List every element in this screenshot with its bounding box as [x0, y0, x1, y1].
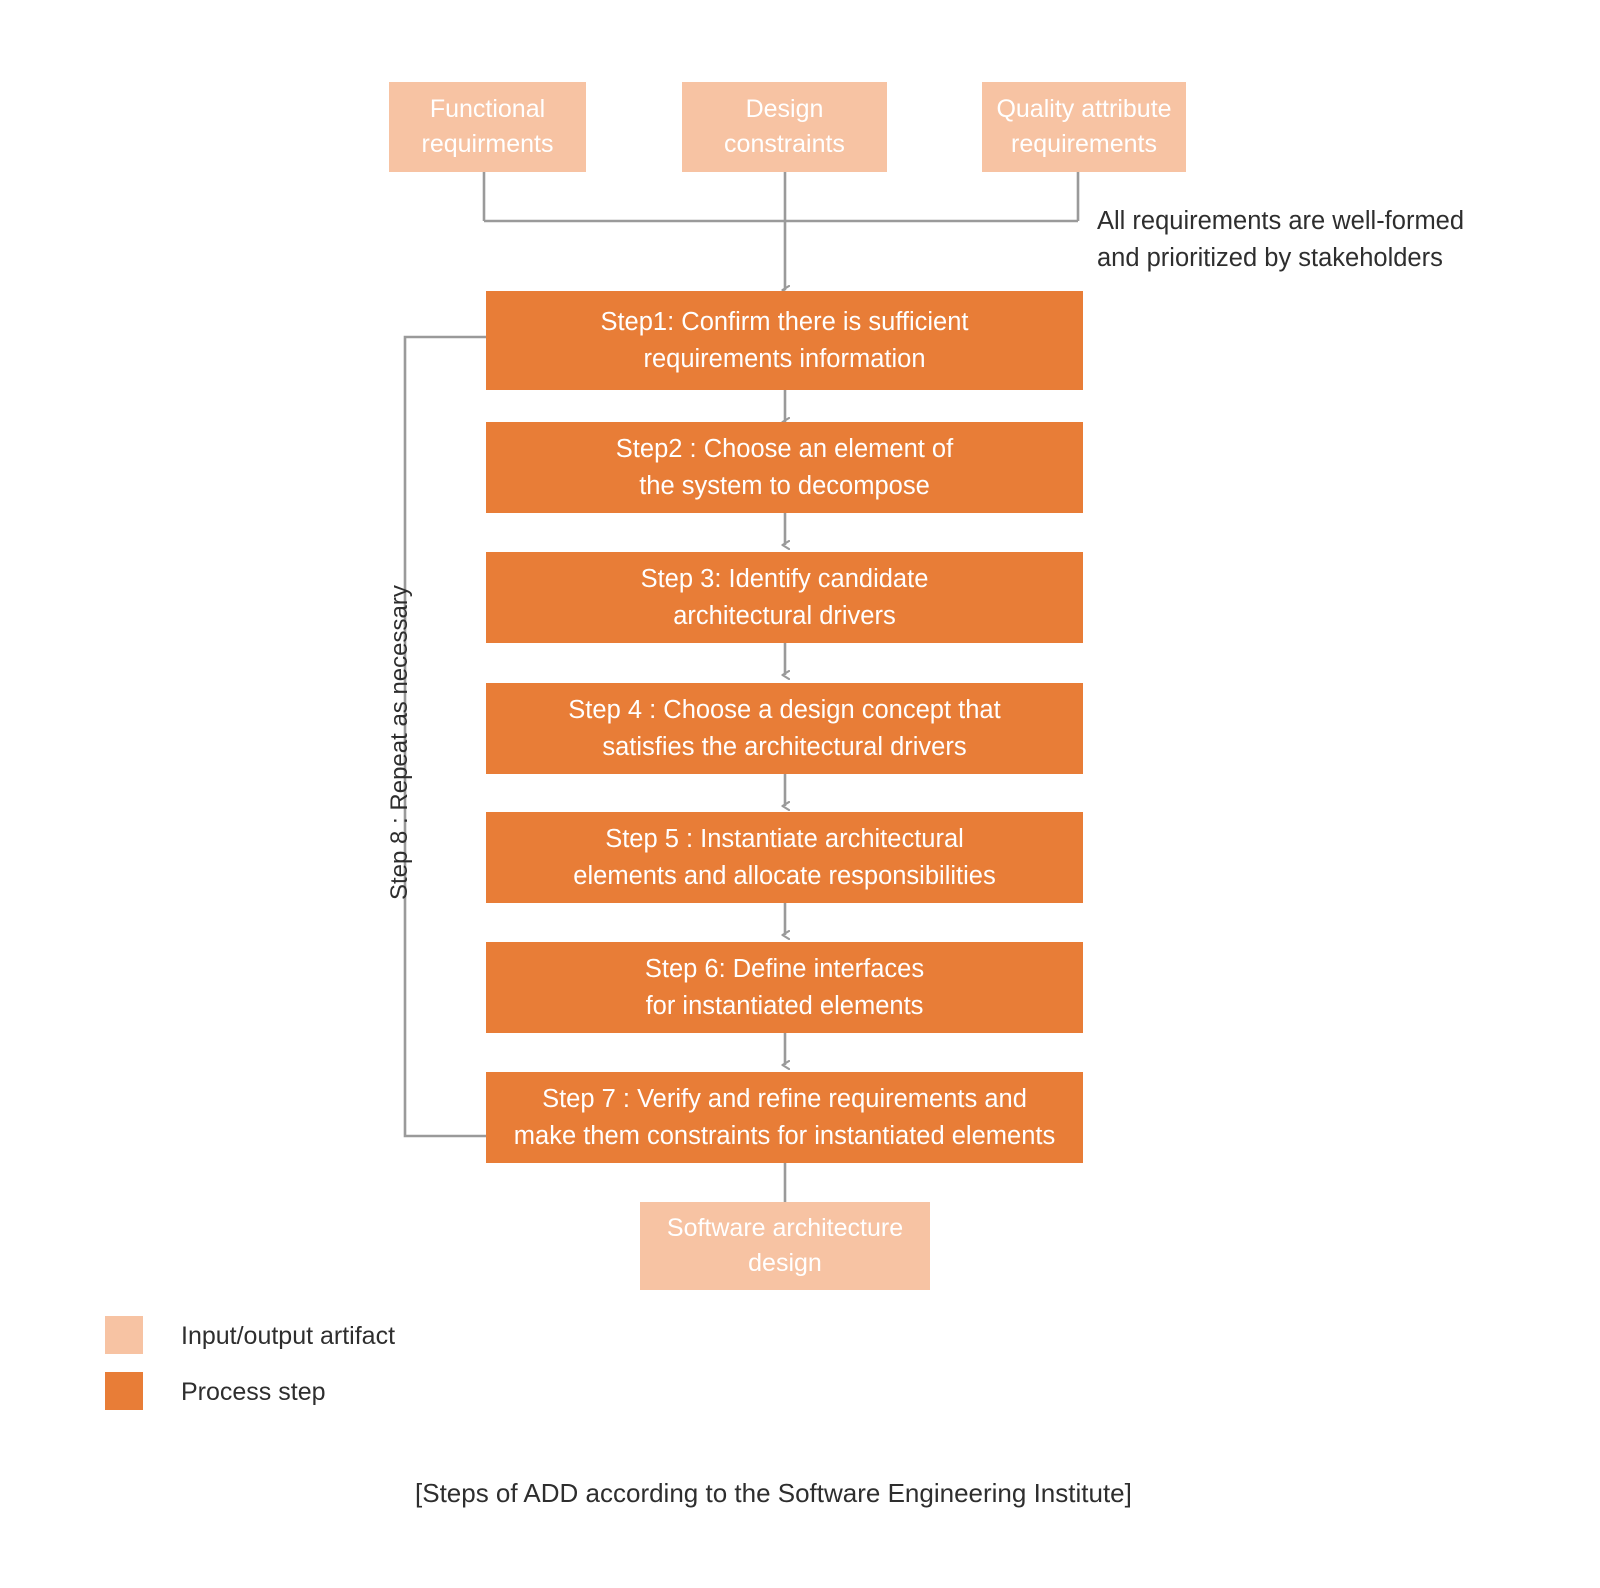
- artifact-quality-attribute-requirements[interactable]: Quality attribute requirements: [982, 82, 1186, 172]
- requirements-annotation: All requirements are well-formed and pri…: [1097, 207, 1465, 272]
- process-step-2[interactable]: Step2 : Choose an element of the system …: [486, 422, 1083, 513]
- legend-swatch-artifact: [105, 1316, 143, 1354]
- loop-label-step-8: Step 8 : Repeat as necessary: [386, 585, 413, 900]
- figure-caption: [Steps of ADD according to the Software …: [415, 1478, 1132, 1508]
- process-step-6[interactable]: Step 6: Define interfaces for instantiat…: [486, 942, 1083, 1033]
- legend-swatch-process: [105, 1372, 143, 1410]
- process-step-5[interactable]: Step 5 : Instantiate architectural eleme…: [486, 812, 1083, 903]
- process-step-1[interactable]: Step1: Confirm there is sufficient requi…: [486, 291, 1083, 390]
- legend-label-artifact: Input/output artifact: [181, 1322, 396, 1350]
- artifact-software-architecture-design[interactable]: Software architecture design: [640, 1202, 930, 1290]
- process-step-7[interactable]: Step 7 : Verify and refine requirements …: [486, 1072, 1083, 1163]
- artifact-design-constraints[interactable]: Design constraints: [682, 82, 887, 172]
- process-step-3[interactable]: Step 3: Identify candidate architectural…: [486, 552, 1083, 643]
- process-step-4[interactable]: Step 4 : Choose a design concept that sa…: [486, 683, 1083, 774]
- artifact-functional-requirements[interactable]: Functional requirments: [389, 82, 586, 172]
- legend-label-process: Process step: [181, 1378, 326, 1406]
